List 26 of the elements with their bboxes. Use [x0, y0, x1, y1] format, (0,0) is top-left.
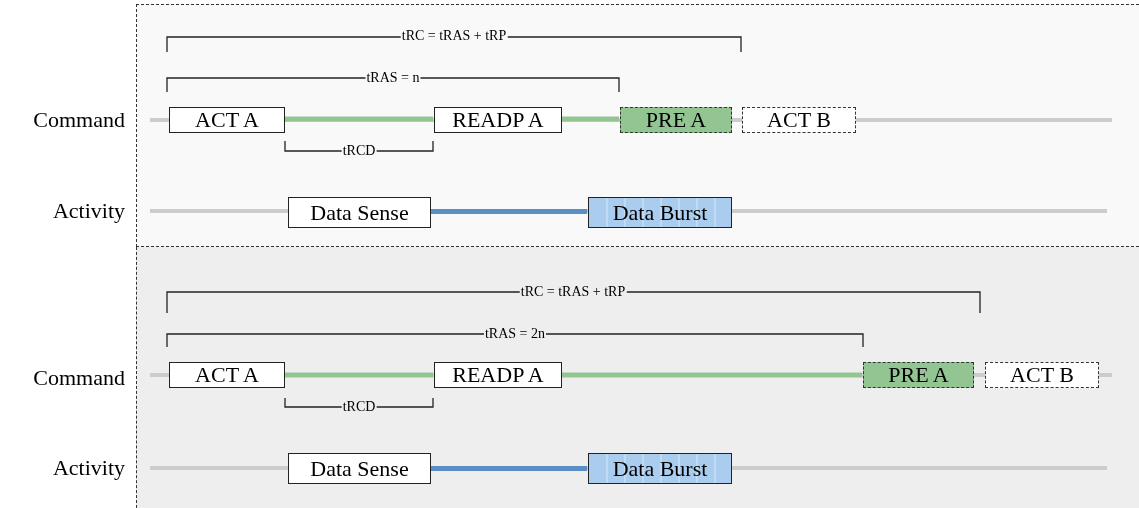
- next-command-box: ACT B: [985, 362, 1099, 388]
- dimension-label: tRC = tRAS + tRP: [519, 285, 627, 299]
- timing-panel: [136, 4, 1139, 247]
- data-burst-box: Data Burst: [588, 197, 732, 228]
- row-label: Command: [33, 367, 125, 389]
- dimension-label: tRCD: [341, 144, 377, 158]
- timing-panel: [136, 247, 1139, 508]
- data-burst-box: Data Burst: [588, 453, 732, 484]
- command-box: READP A: [434, 107, 562, 133]
- command-box: ACT A: [169, 107, 285, 133]
- command-box: ACT A: [169, 362, 285, 388]
- dimension-label: tRAS = 2n: [484, 327, 546, 341]
- row-label: Activity: [52, 200, 125, 222]
- precharge-box: PRE A: [863, 362, 974, 388]
- row-label: Command: [33, 109, 125, 131]
- row-label: Activity: [52, 457, 125, 479]
- dimension-label: tRC = tRAS + tRP: [400, 29, 508, 43]
- command-box: Data Sense: [288, 197, 431, 228]
- timing-connector: [430, 209, 587, 214]
- command-box: Data Sense: [288, 453, 431, 484]
- command-box: READP A: [434, 362, 562, 388]
- precharge-box: PRE A: [620, 107, 732, 133]
- dimension-label: tRAS = n: [365, 71, 421, 85]
- timing-connector: [430, 466, 587, 471]
- dimension-label: tRCD: [341, 400, 377, 414]
- next-command-box: ACT B: [742, 107, 856, 133]
